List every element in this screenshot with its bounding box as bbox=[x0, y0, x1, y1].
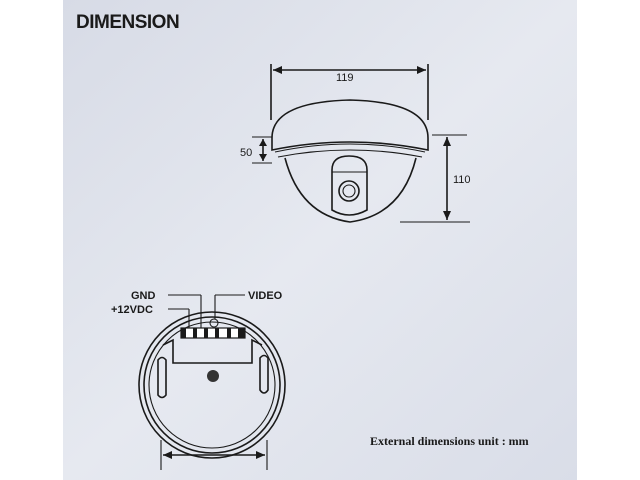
power-label: +12VDC bbox=[111, 304, 153, 316]
total-height-dimension: 110 bbox=[453, 174, 471, 186]
paper bbox=[63, 0, 577, 480]
units-footnote: External dimensions unit : mm bbox=[370, 434, 529, 448]
page-title: DIMENSION bbox=[76, 12, 179, 33]
width-dimension: 119 bbox=[336, 72, 354, 84]
camera-base-bottom-view: GND +12VDC VIDEO bbox=[111, 290, 286, 470]
dome-camera-side-view: 119 50 110 bbox=[240, 64, 471, 223]
gnd-label: GND bbox=[131, 290, 156, 302]
cover-height-dimension: 50 bbox=[240, 147, 252, 159]
video-label: VIDEO bbox=[248, 290, 283, 302]
